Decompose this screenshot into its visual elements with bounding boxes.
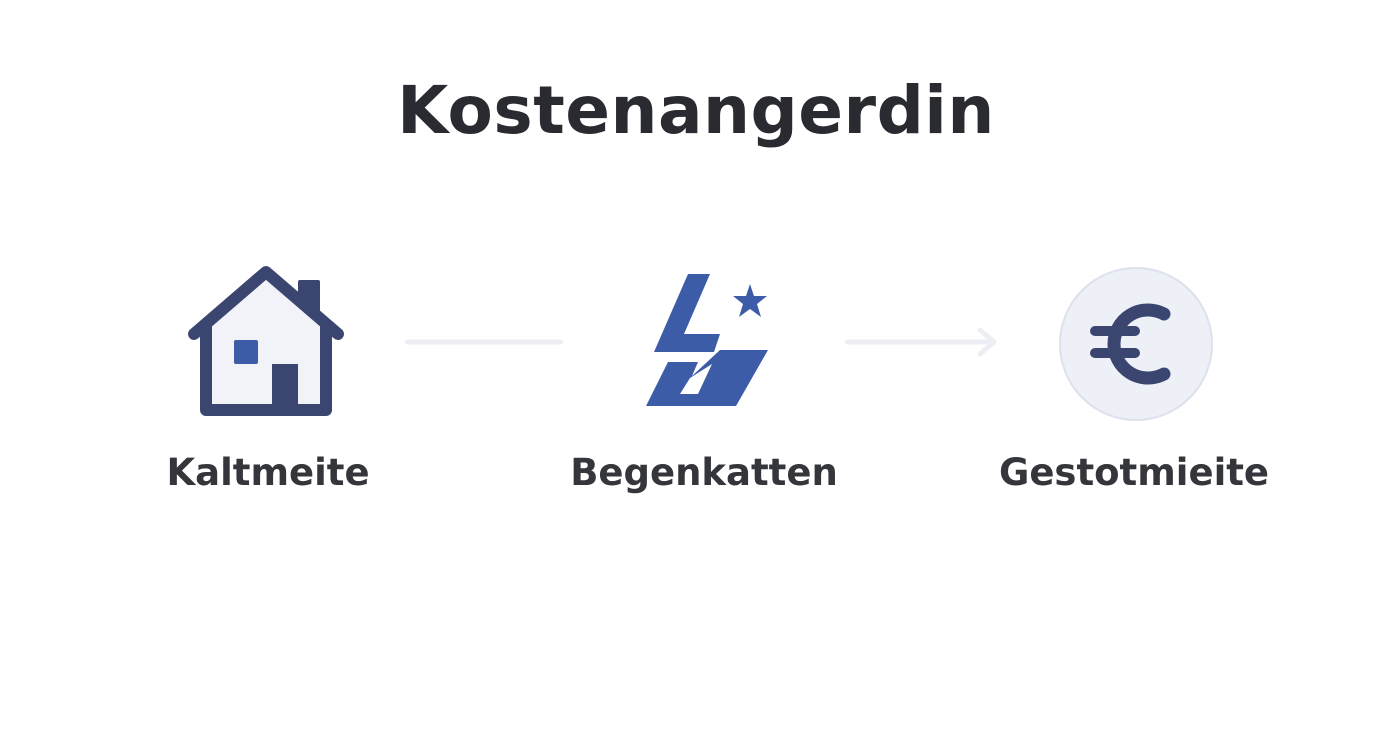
connector-arrow [844,324,1000,360]
euro-coin-icon [1056,264,1216,424]
house-icon [186,264,346,420]
step-label-gesamtmiete: Gestotmieite [998,451,1270,494]
connector-line [404,334,564,350]
step-label-nebenkosten: Begenkatten [570,451,838,494]
step-label-kaltmiete: Kaltmeite [166,451,370,494]
utilities-lightning-icon [632,266,782,416]
diagram-title: Kostenangerdin [397,72,995,149]
